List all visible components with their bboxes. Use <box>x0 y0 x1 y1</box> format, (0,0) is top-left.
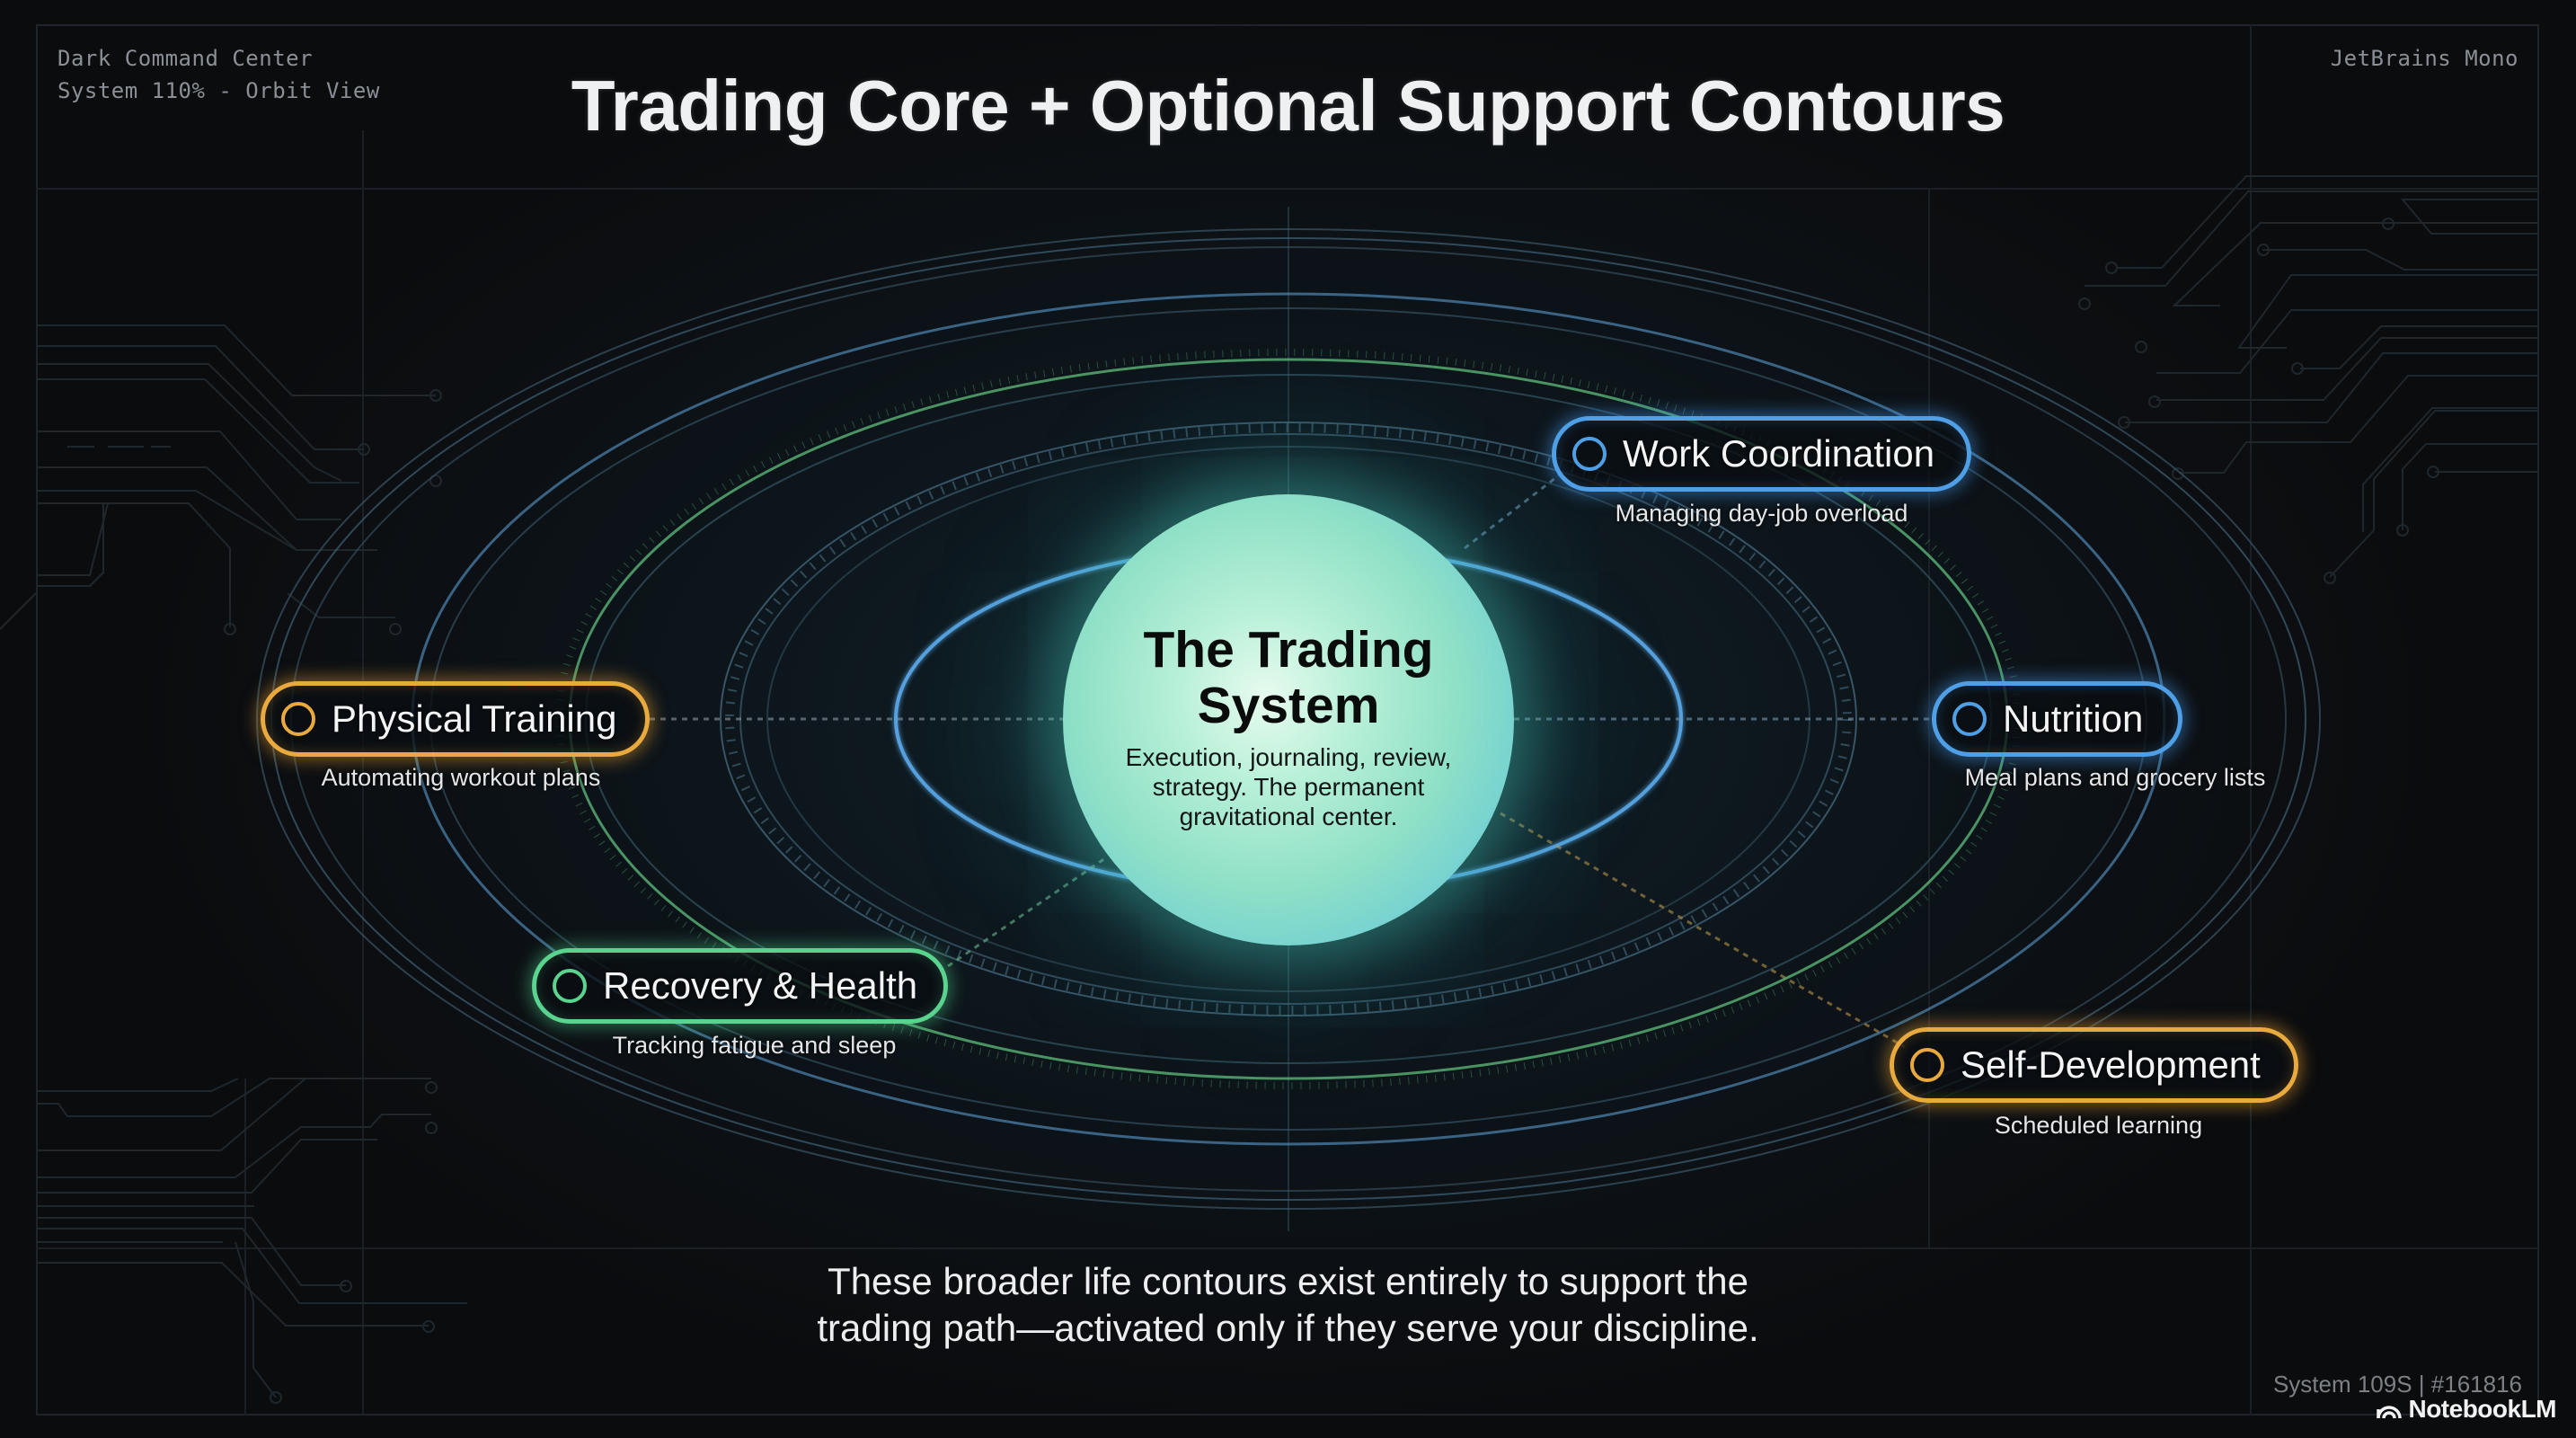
ring-icon <box>1910 1048 1944 1082</box>
core-trading-system[interactable]: The Trading System Execution, journaling… <box>1063 494 1514 945</box>
outer-frame <box>36 24 2539 1416</box>
page-title: Trading Core + Optional Support Contours <box>571 66 2005 146</box>
node-work-coordination[interactable]: Work Coordination <box>1552 416 1971 492</box>
node-label: Nutrition <box>2003 697 2144 740</box>
core-title: The Trading System <box>1143 620 1434 734</box>
corner-label-right: JetBrains Mono <box>2330 46 2518 71</box>
node-label: Recovery & Health <box>603 964 918 1007</box>
node-sublabel: Scheduled learning <box>1994 1112 2203 1139</box>
ring-icon <box>1952 702 1987 736</box>
ring-icon <box>1572 437 1607 471</box>
ring-icon <box>553 969 587 1003</box>
node-sublabel: Managing day-job overload <box>1615 500 1908 527</box>
circuit-traces-left <box>0 324 467 1404</box>
notebooklm-logo-icon <box>2377 1406 2403 1419</box>
brand-name: NotebookLM <box>2408 1395 2556 1423</box>
node-physical-training[interactable]: Physical Training <box>261 681 650 757</box>
node-sublabel: Meal plans and grocery lists <box>1964 764 2266 791</box>
core-description: Execution, journaling, review, strategy.… <box>1125 742 1452 830</box>
node-label: Work Coordination <box>1623 432 1935 475</box>
node-sublabel: Automating workout plans <box>321 764 601 791</box>
node-sublabel: Tracking fatigue and sleep <box>612 1032 897 1059</box>
app-name: Dark Command Center <box>58 46 314 71</box>
node-label: Self-Development <box>1961 1043 2261 1086</box>
brand-watermark: NotebookLM <box>2376 1395 2556 1424</box>
corner-label-left: Dark Command Center System 110% - Orbit … <box>58 42 380 107</box>
circuit-traces-right <box>2078 175 2539 584</box>
node-self-development[interactable]: Self-Development <box>1890 1027 2298 1103</box>
node-recovery-health[interactable]: Recovery & Health <box>532 948 948 1024</box>
connector-lines <box>650 470 1932 1049</box>
ring-icon <box>281 702 315 736</box>
node-label: Physical Training <box>332 697 617 740</box>
node-nutrition[interactable]: Nutrition <box>1932 681 2182 757</box>
caption: These broader life contours exist entire… <box>817 1260 1759 1349</box>
view-mode: System 110% - Orbit View <box>58 78 380 103</box>
system-id: System 109S | #161816 <box>2272 1371 2522 1398</box>
